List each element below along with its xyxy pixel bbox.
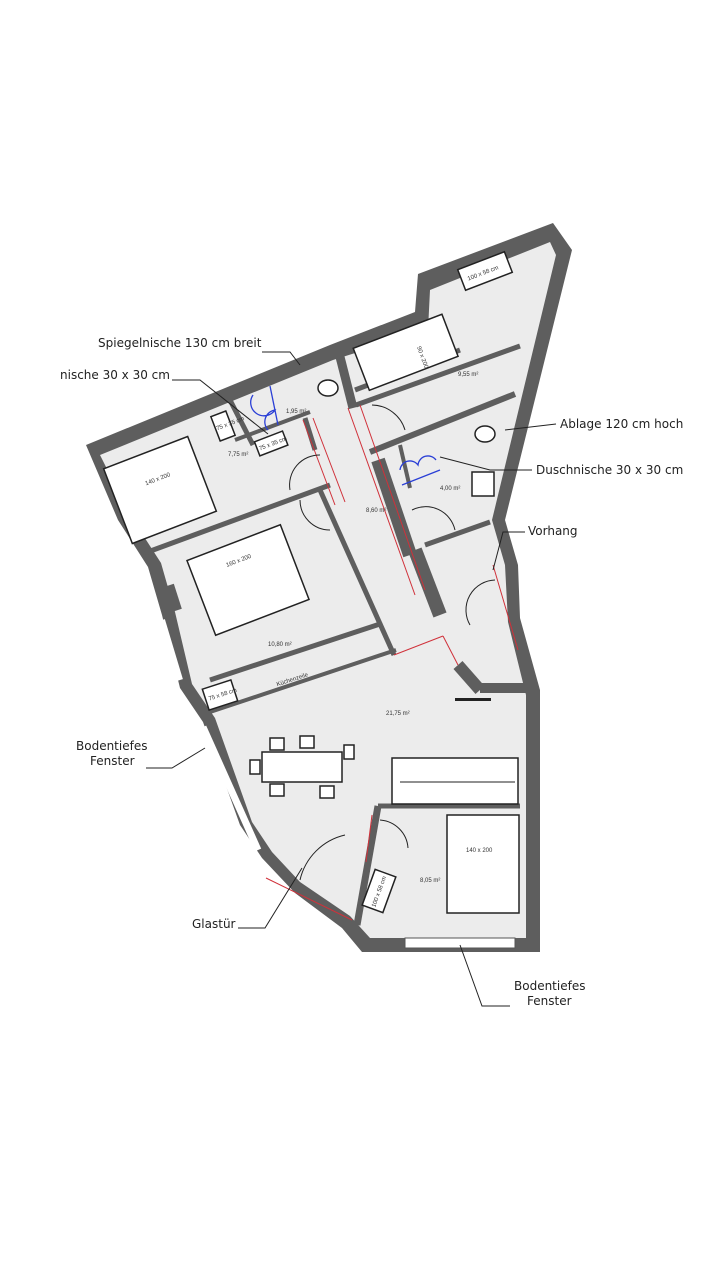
svg-text:21,75 m²: 21,75 m² (386, 711, 410, 717)
wardrobe-top (456, 250, 514, 292)
label-duschnische: Duschnische 30 x 30 cm (536, 463, 683, 477)
svg-text:7,75 m²: 7,75 m² (228, 452, 248, 458)
bed-top (352, 313, 460, 392)
wardrobe-bath (253, 430, 289, 457)
label-fenster-bottom-1: Bodentiefes (514, 979, 585, 993)
door-swings (289, 404, 496, 881)
label-fenster-left-1: Bodentiefes (76, 739, 147, 753)
svg-text:140 x 200: 140 x 200 (466, 848, 493, 854)
room-areas: 7,75 m² 1,95 m² 9,55 m² 4,00 m² 8,60 m² … (228, 372, 478, 884)
svg-text:4,00 m²: 4,00 m² (440, 486, 460, 492)
door-thresholds (265, 404, 519, 921)
toilet (474, 425, 496, 443)
svg-text:8,60 m²: 8,60 m² (366, 508, 386, 514)
svg-text:10,80 m²: 10,80 m² (268, 642, 292, 648)
annotations: Spiegelnische 130 cm breit nische 30 x 3… (60, 336, 683, 1008)
label-fenster-bottom-2: Fenster (527, 994, 572, 1008)
dining-table (261, 751, 343, 783)
label-glastuer: Glastür (192, 917, 236, 931)
label-nische: nische 30 x 30 cm (60, 368, 170, 382)
svg-text:9,55 m²: 9,55 m² (458, 372, 478, 378)
label-fenster-left-2: Fenster (90, 754, 135, 768)
tv (455, 698, 491, 701)
shower-doors (250, 385, 441, 486)
svg-text:8,05 m²: 8,05 m² (420, 878, 440, 884)
svg-text:1,95 m²: 1,95 m² (286, 409, 306, 415)
sofa (391, 757, 519, 805)
bed-bottom (446, 814, 520, 914)
label-spiegelnische: Spiegelnische 130 cm breit (98, 336, 262, 350)
bed-left (102, 435, 218, 545)
bed-mid (186, 523, 310, 637)
wardrobe-kitchen (201, 678, 239, 712)
label-vorhang: Vorhang (528, 524, 578, 538)
label-ablage: Ablage 120 cm hoch (560, 417, 683, 431)
toilet (317, 379, 339, 397)
wardrobe-bottom (361, 868, 397, 914)
wardrobe-left (209, 410, 237, 442)
furniture: 140 x 200 90 x 200 160 x 200 140 x 200 1… (102, 250, 520, 914)
sink (471, 471, 495, 497)
